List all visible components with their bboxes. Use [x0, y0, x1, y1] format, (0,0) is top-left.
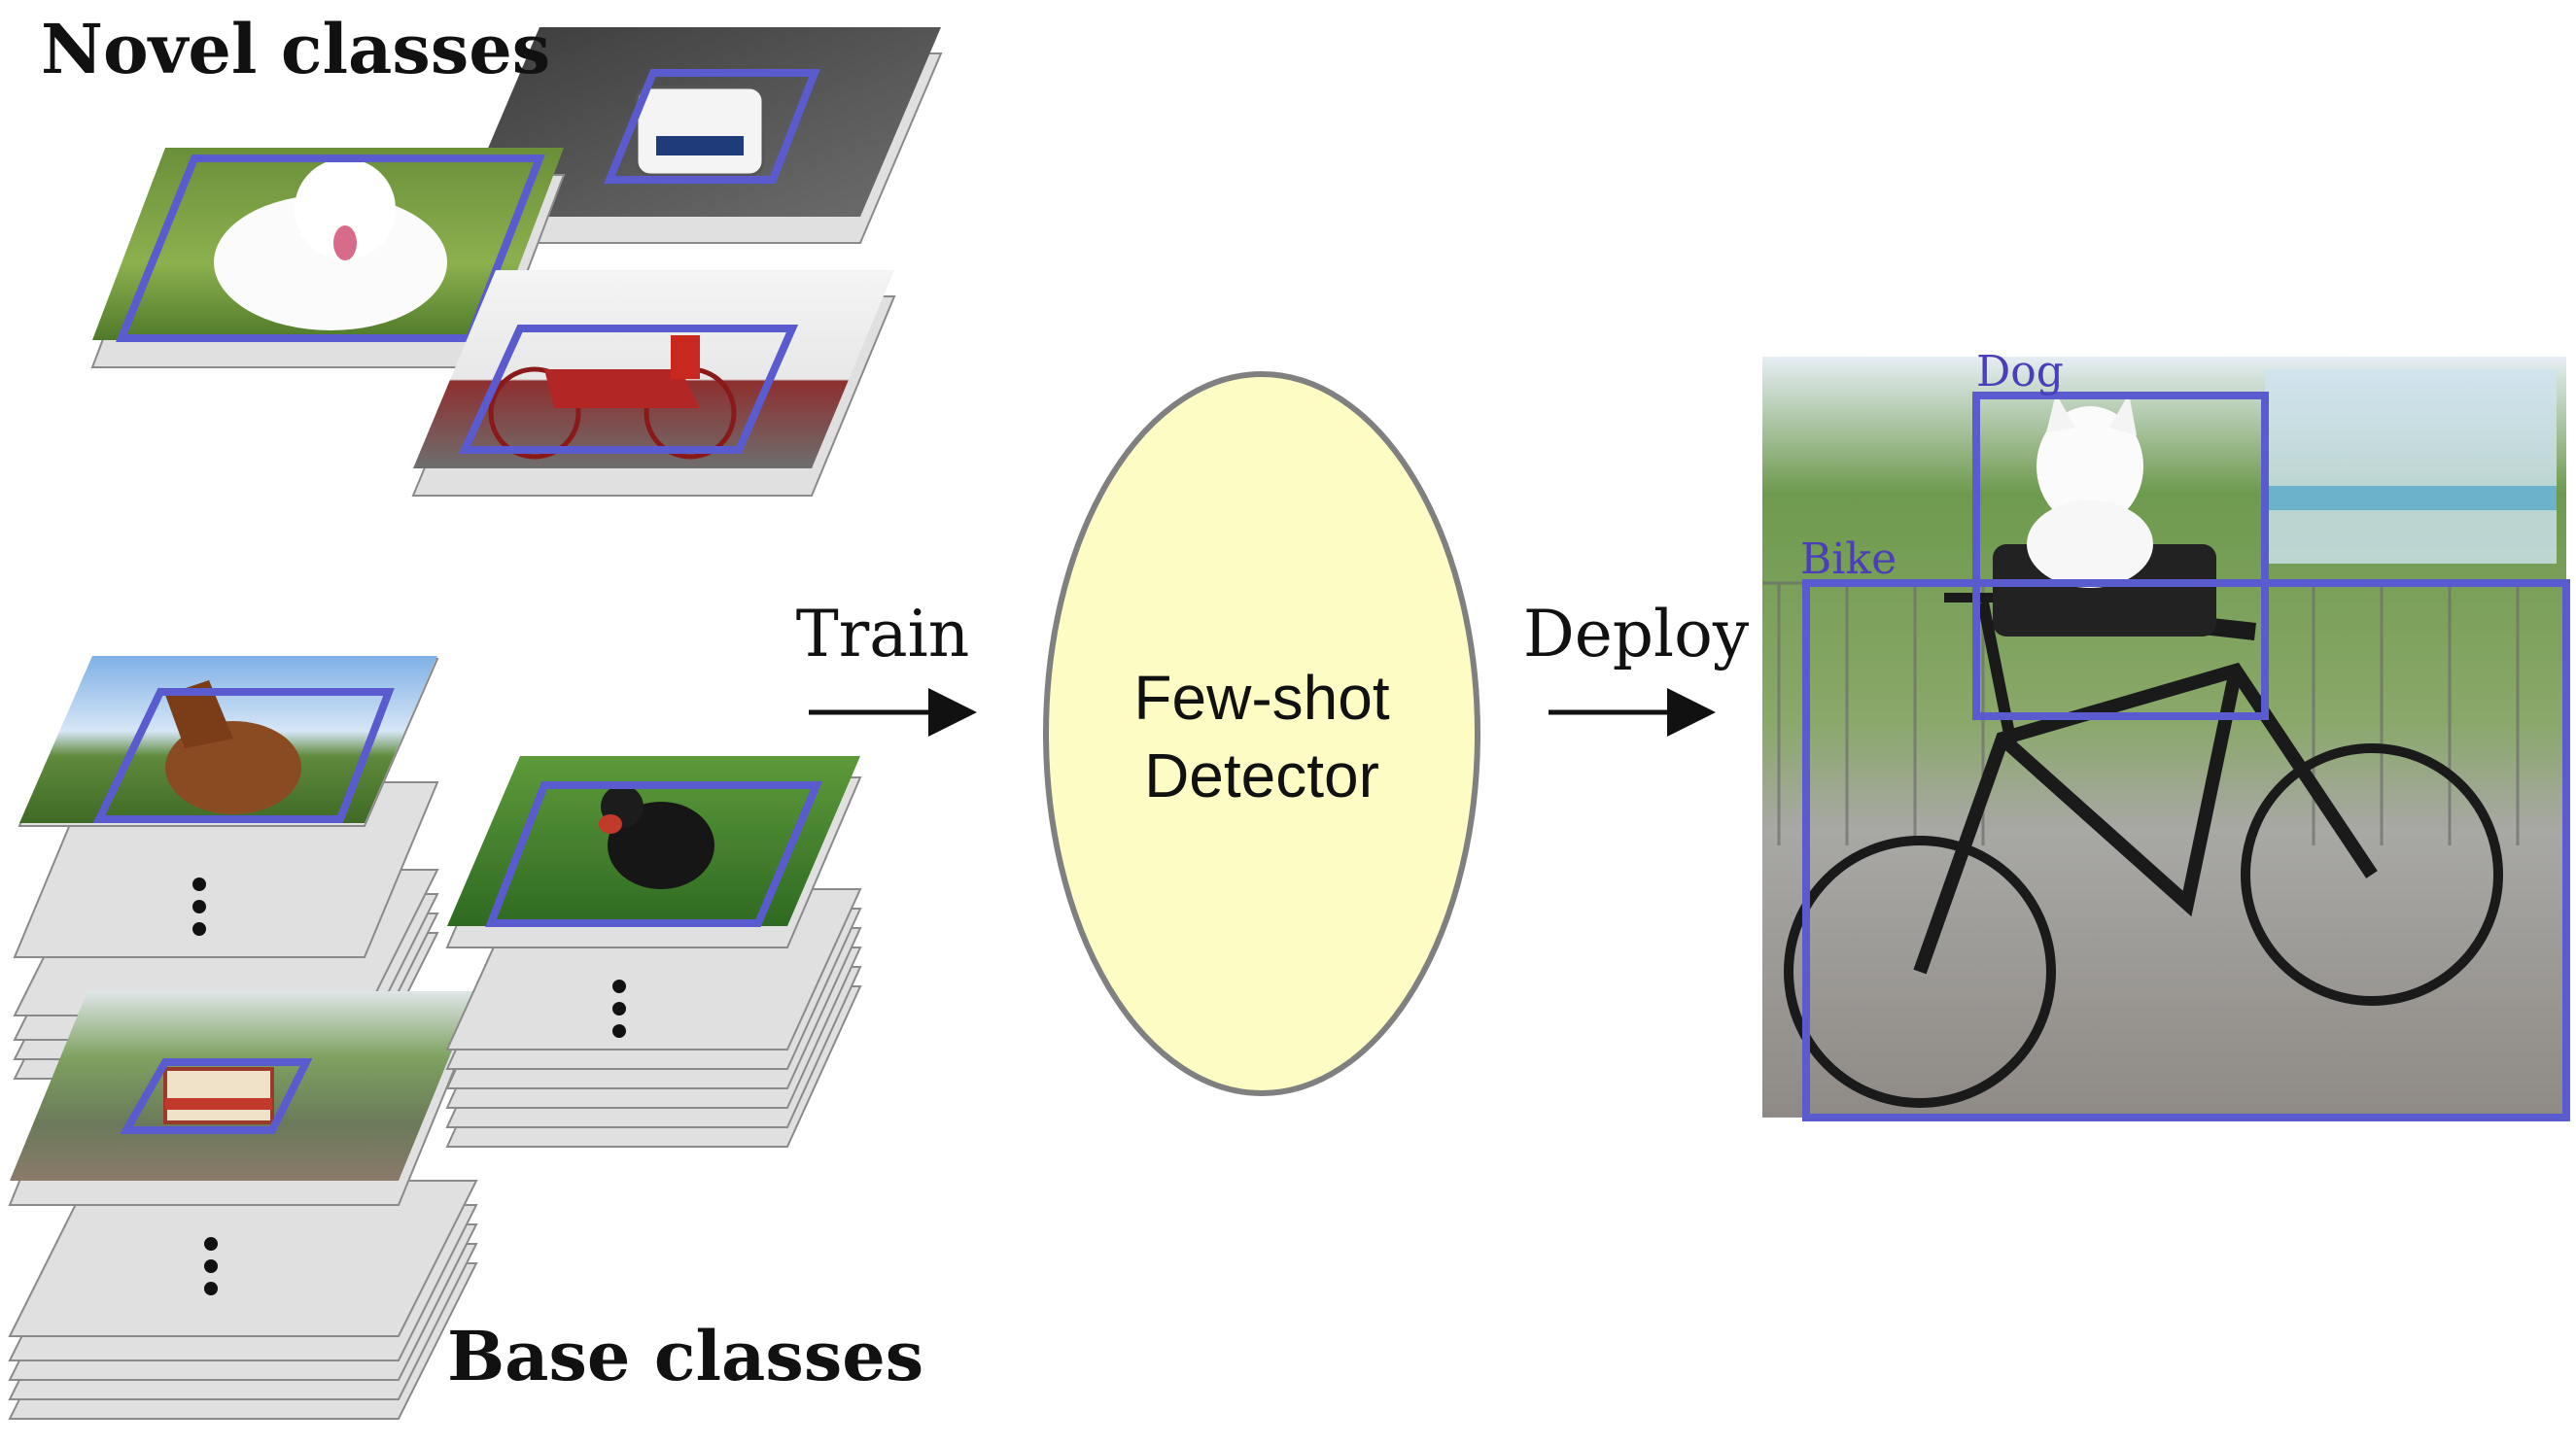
bike-bounding-box — [458, 325, 799, 454]
novel-bike-card — [411, 270, 896, 497]
train-bounding-box — [120, 1058, 313, 1134]
train-label: Train — [796, 597, 970, 671]
deploy-label: Deploy — [1523, 597, 1750, 671]
novel-classes-heading: Novel classes — [41, 9, 550, 89]
detector-label-line1: Few-shot — [1133, 663, 1389, 733]
train-arrow-group: Train — [796, 597, 977, 737]
detector-ellipse — [1043, 371, 1480, 1096]
detector-node: Few-shot Detector — [1043, 371, 1480, 1096]
base-right-stack — [445, 756, 862, 1148]
bike-detection-box — [1802, 579, 2570, 1121]
output-detection-image: Dog Bike — [1762, 347, 2570, 1121]
dog-detection-label: Dog — [1976, 347, 2064, 396]
deploy-arrow-group: Deploy — [1523, 597, 1750, 737]
base-left-stack-bottom — [8, 1180, 478, 1420]
base-classes-heading: Base classes — [447, 1316, 923, 1396]
horse-bounding-box — [92, 688, 395, 823]
base-classes-group: Base classes — [8, 656, 923, 1420]
bike-shape — [488, 366, 581, 460]
novel-car-card — [457, 27, 943, 244]
bird-bounding-box — [485, 781, 823, 927]
ellipsis-dot — [192, 878, 206, 891]
ellipsis-dot — [204, 1237, 218, 1251]
dog-shape — [2036, 406, 2143, 527]
detector-label-line2: Detector — [1144, 740, 1379, 810]
car-shape — [635, 86, 765, 177]
novel-dog-card — [90, 148, 566, 368]
novel-classes-group: Novel classes — [41, 9, 943, 497]
dog-detection-box — [1972, 392, 2269, 720]
base-train-card — [8, 991, 478, 1206]
ellipsis-dot — [612, 980, 626, 993]
car-bounding-box — [604, 69, 820, 184]
train-shape — [163, 1067, 274, 1124]
bike-detection-label: Bike — [1800, 534, 1897, 584]
